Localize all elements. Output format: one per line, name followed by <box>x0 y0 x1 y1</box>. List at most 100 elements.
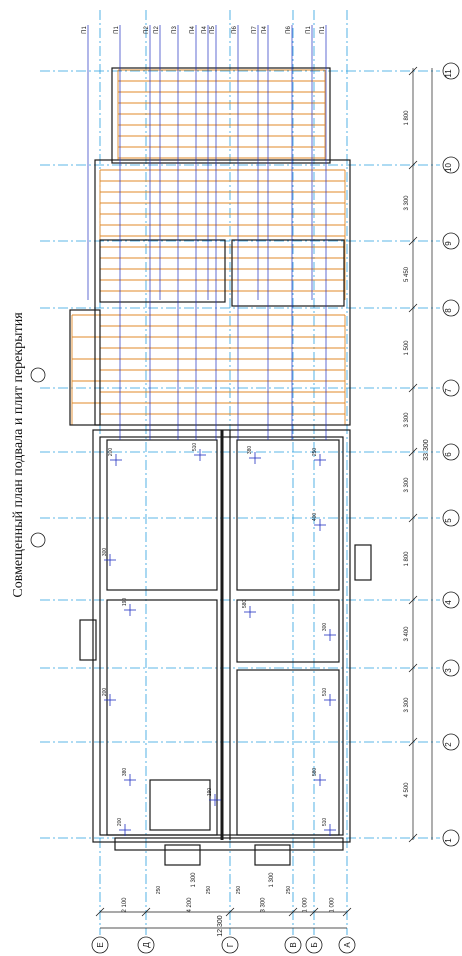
axis-label-11: 11 <box>444 69 453 78</box>
wall-dim: 200 <box>102 688 108 697</box>
axis-bubble-9 <box>442 232 460 250</box>
dimension-lines: 4 500 3 300 3 400 1 800 3 300 3 300 1 500 5 450… <box>87 25 433 937</box>
axis-label-1: 1 <box>444 838 453 843</box>
axis-label-Д: Д <box>142 942 151 948</box>
plate-mark: П1 <box>320 26 326 34</box>
plate-mark: П5 <box>210 26 216 34</box>
dim-tick <box>408 833 418 843</box>
plate-mark: П3 <box>172 26 178 34</box>
axis-bubble-8 <box>442 299 460 317</box>
foundation-strip <box>114 837 344 851</box>
dim-tick <box>408 383 418 393</box>
window-right <box>354 544 372 581</box>
dim-value: 1 800 <box>404 110 410 126</box>
wall-dim: 380 <box>247 446 253 455</box>
axis-bubble-4 <box>442 591 460 609</box>
dim-total: 33 300 <box>423 439 430 461</box>
dim-tick <box>225 907 235 917</box>
dim-value: 3 300 <box>404 477 410 493</box>
axis-bubble-6 <box>442 443 460 461</box>
plate-mark: П1 <box>114 26 120 34</box>
dim-total: 12 300 <box>217 915 224 937</box>
dim-tick <box>408 160 418 170</box>
plate-mark: П4 <box>190 26 196 34</box>
dim-tick <box>408 66 418 76</box>
axis-bubble-Д <box>137 936 155 954</box>
axis-bubble-1 <box>442 829 460 847</box>
axis-label-3: 3 <box>444 668 453 673</box>
axis-bubble-В <box>284 936 302 954</box>
axis-bubble-А <box>338 936 356 954</box>
axis-label-4: 4 <box>444 600 453 605</box>
axis-label-6: 6 <box>444 452 453 457</box>
window-well-2 <box>164 844 201 866</box>
dim-value: 4 500 <box>404 782 410 798</box>
wall-dim: 300 <box>102 548 108 557</box>
wall-dim: 200 <box>117 818 123 827</box>
dim-value: 3 300 <box>261 897 267 913</box>
dim-value: 250 <box>156 886 162 895</box>
dim-value: 250 <box>286 886 292 895</box>
dim-value: 250 <box>236 886 242 895</box>
dim-value: 5 450 <box>404 266 410 282</box>
dim-value: 1 000 <box>303 897 309 913</box>
axis-bubble-3 <box>442 659 460 677</box>
plate-mark: П1 <box>82 26 88 34</box>
room-2 <box>236 439 340 591</box>
plate-mark: П2 <box>154 26 160 34</box>
room-3 <box>106 599 218 836</box>
plate-mark: П1 <box>306 26 312 34</box>
dim-tick <box>342 907 352 917</box>
upper-outline <box>94 159 351 426</box>
plate-mark: П7 <box>252 26 258 34</box>
upper-room-a <box>99 239 226 303</box>
dim-tick <box>408 513 418 523</box>
axis-bubble-7 <box>442 379 460 397</box>
walls <box>69 67 372 866</box>
dim-value: 3 300 <box>404 195 410 211</box>
dim-value: 1 500 <box>404 340 410 356</box>
dim-value: 3 300 <box>404 412 410 428</box>
dim-value: 1 000 <box>330 897 336 913</box>
wall-dim: 580 <box>312 768 318 777</box>
dim-tick <box>95 907 105 917</box>
room-4 <box>236 599 340 663</box>
wall-dim: 250 <box>312 448 318 457</box>
dim-tick <box>408 303 418 313</box>
dim-tick <box>408 236 418 246</box>
stair-1 <box>149 779 211 831</box>
dim-tick <box>141 907 151 917</box>
wall-dim: 300 <box>322 623 328 632</box>
wall-dim: 580 <box>242 600 248 609</box>
wall-dim: 510 <box>322 818 328 827</box>
axis-label-7: 7 <box>444 388 453 393</box>
dim-tick <box>309 907 319 917</box>
dim-tick <box>408 447 418 457</box>
wall-dim: 510 <box>322 688 328 697</box>
wall-dim: 400 <box>312 513 318 522</box>
dim-tick <box>408 737 418 747</box>
dim-value: 250 <box>206 886 212 895</box>
plate-mark: П6 <box>232 26 238 34</box>
axis-bubble-10 <box>442 156 460 174</box>
bay-left <box>69 309 101 426</box>
axis-label-9: 9 <box>444 241 453 246</box>
plate-mark: П4 <box>262 26 268 34</box>
porch-outline <box>111 67 331 164</box>
plate-mark: П4 <box>202 26 208 34</box>
axis-bubble-2 <box>442 733 460 751</box>
wall-dim: 510 <box>192 443 198 452</box>
window-left <box>79 619 97 661</box>
wall-dim: 190 <box>122 598 128 607</box>
axis-label-А: А <box>343 942 352 948</box>
room-1 <box>106 439 218 591</box>
dim-value: 3 400 <box>404 626 410 642</box>
axis-label-В: В <box>289 942 298 947</box>
dim-tick <box>408 595 418 605</box>
axis-bubble-Г <box>221 936 239 954</box>
plate-mark: П6 <box>286 26 292 34</box>
axis-bubble-Б <box>305 936 323 954</box>
